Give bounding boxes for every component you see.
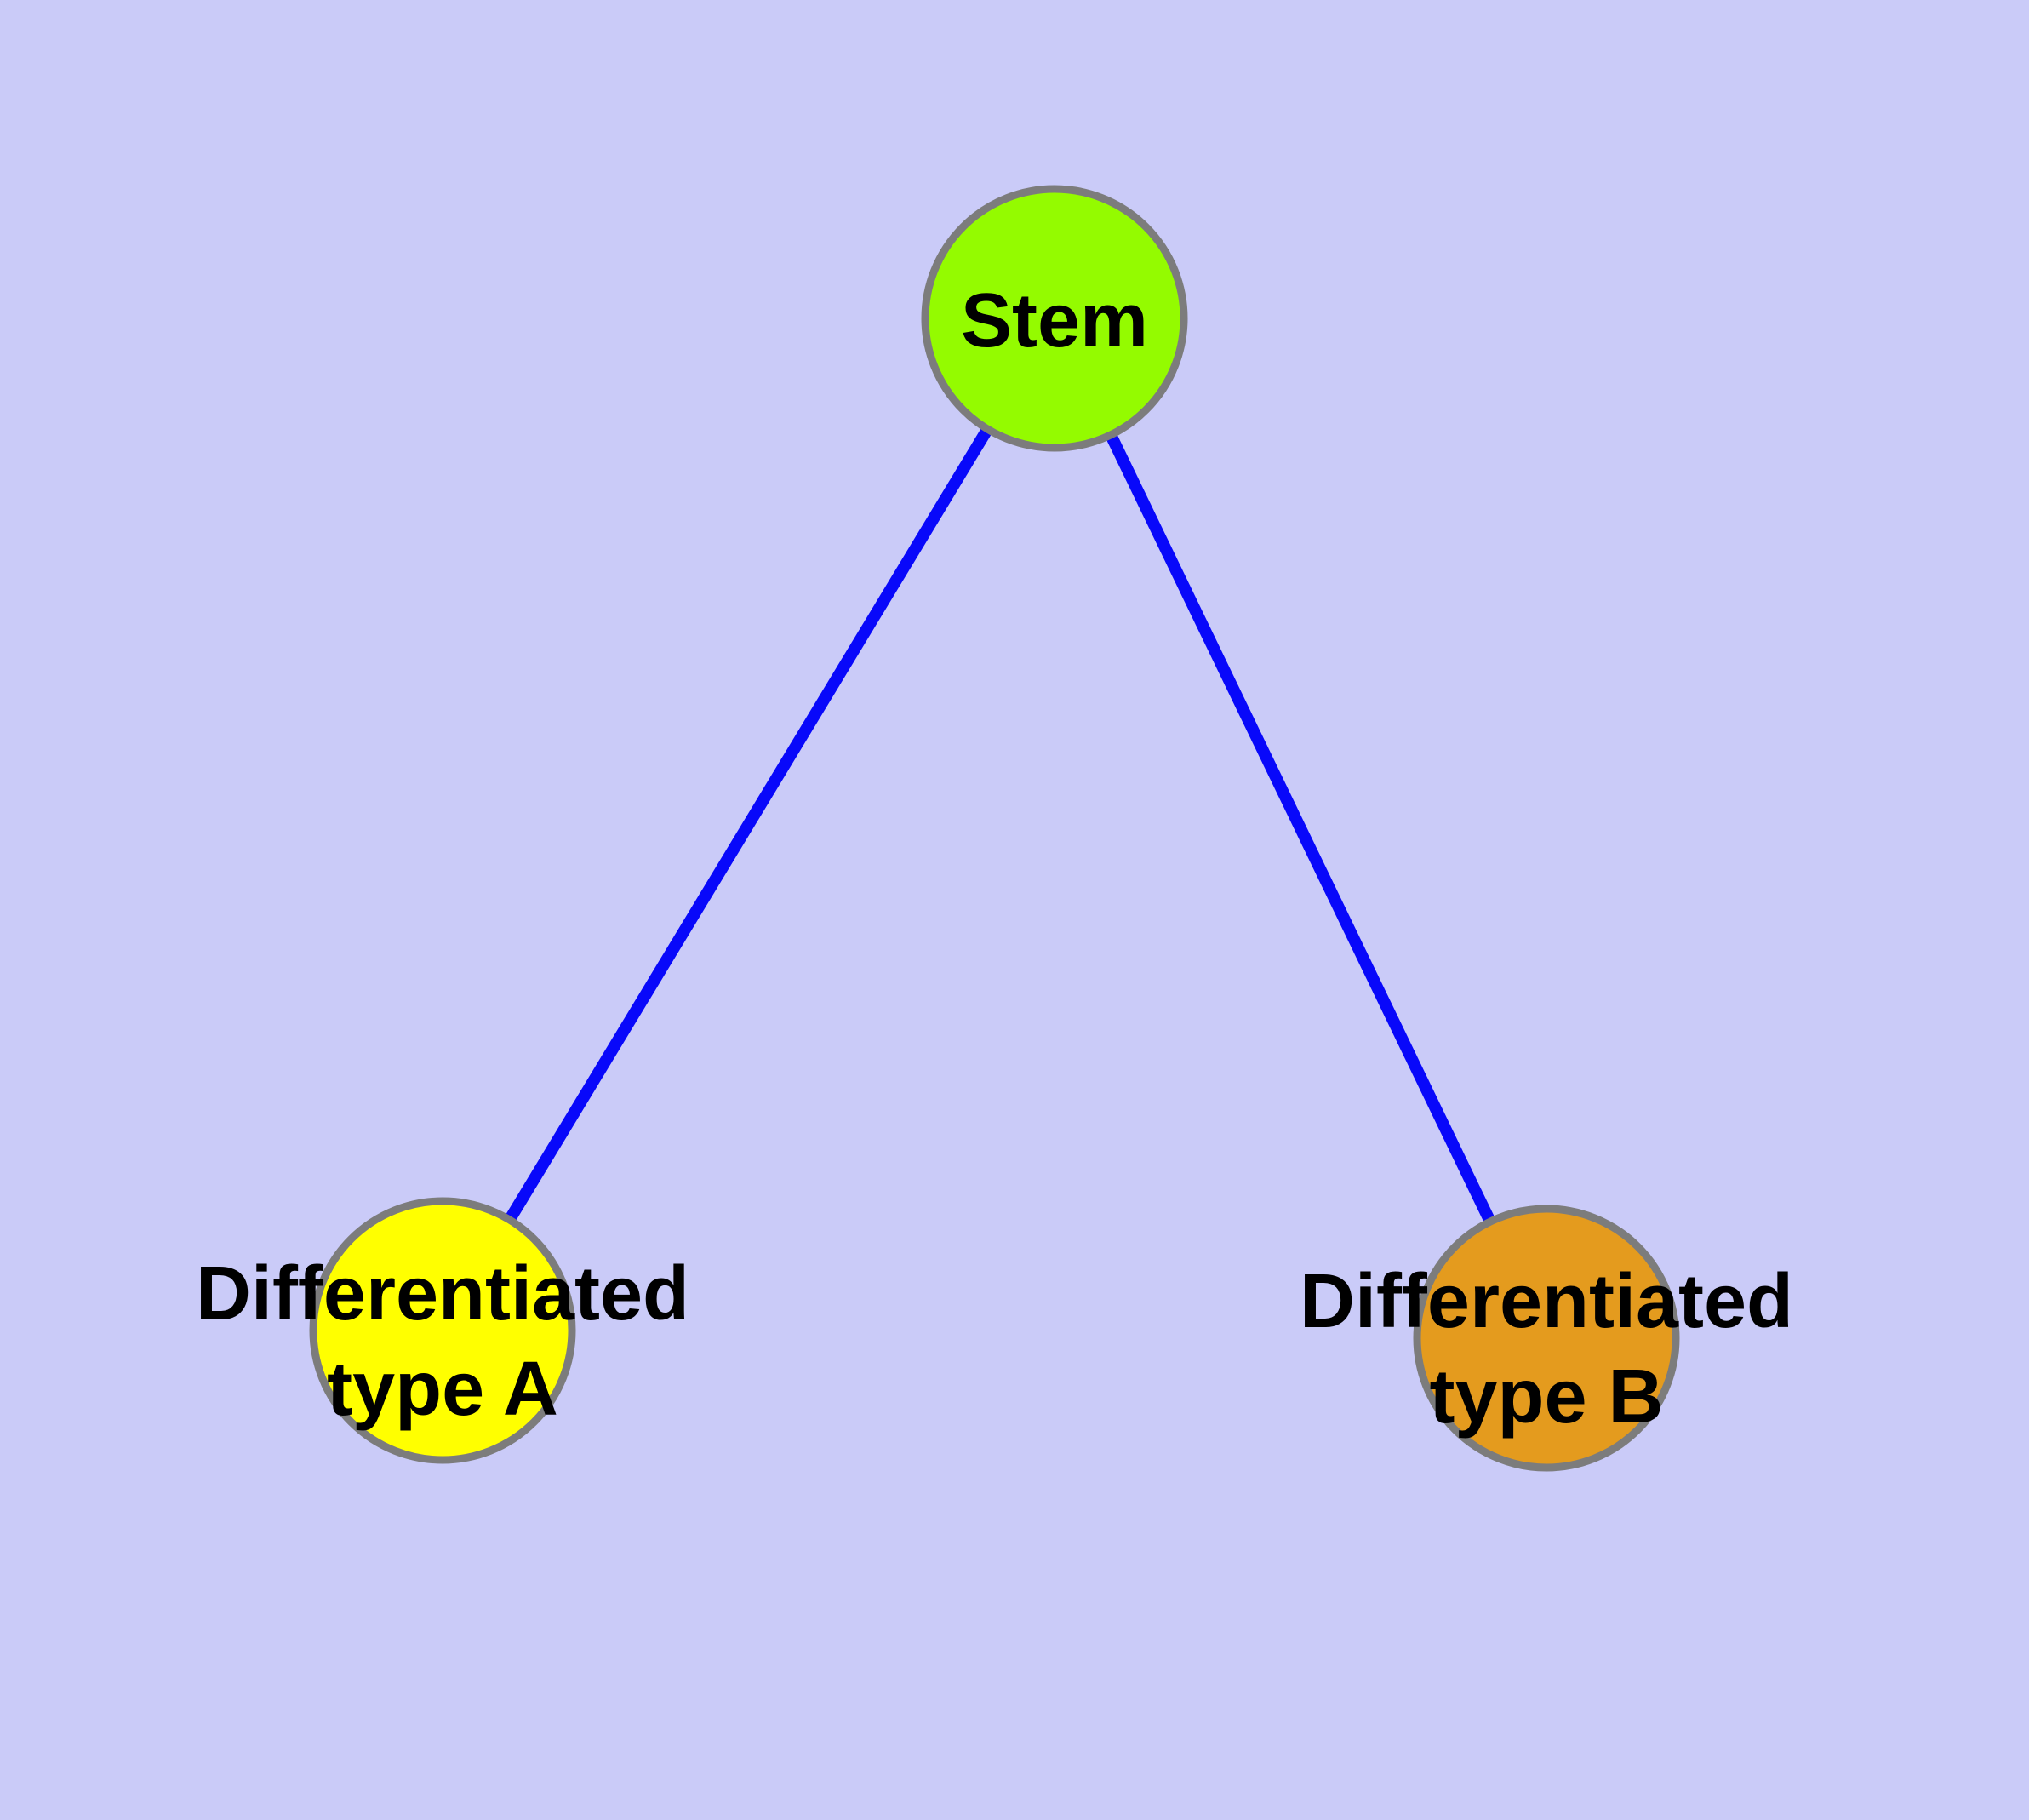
node-differentiated-type-a-label-line-0: Differentiated: [196, 1251, 689, 1336]
node-stem-label: Stem: [961, 278, 1148, 363]
node-differentiated-type-b-label-line-0: Differentiated: [1300, 1259, 1793, 1344]
node-stem-label-line-0: Stem: [961, 278, 1148, 363]
node-differentiated-type-a: [309, 1197, 576, 1464]
node-differentiated-type-b: [1413, 1205, 1680, 1472]
node-stem: [921, 185, 1188, 452]
edges-layer: [437, 315, 1552, 1342]
node-differentiated-type-b-label: Differentiated type B: [1300, 1259, 1793, 1439]
edge-stem-to-differentiated-type-b: [1049, 315, 1552, 1342]
node-differentiated-type-b-label-line-1: type B: [1429, 1354, 1663, 1439]
edge-stem-to-differentiated-type-a: [437, 315, 1060, 1334]
node-differentiated-type-a-label: Differentiated type A: [196, 1251, 689, 1432]
node-differentiated-type-a-label-line-1: type A: [327, 1347, 558, 1432]
nodes-layer: [309, 185, 1680, 1472]
